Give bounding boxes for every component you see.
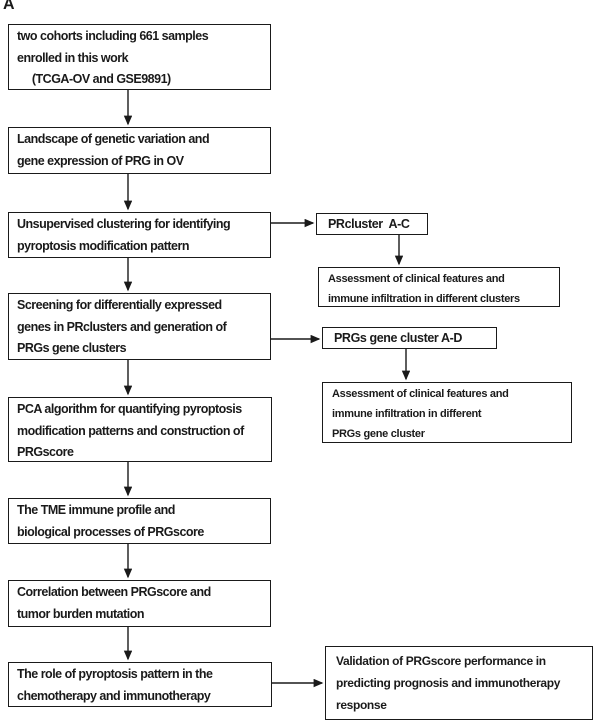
box-prcluster-text: PRcluster A-C — [328, 217, 410, 231]
box-tme: The TME immune profile and biological pr… — [8, 498, 271, 544]
box-validation: Validation of PRGscore performance in pr… — [325, 646, 593, 720]
box-clustering: Unsupervised clustering for identifying … — [8, 212, 271, 258]
box-clustering-text: Unsupervised clustering for identifying … — [17, 217, 231, 253]
box-correlation: Correlation between PRGscore and tumor b… — [8, 580, 271, 627]
box-pca-text: PCA algorithm for quantifying pyroptosis… — [17, 402, 244, 459]
box-assessment-clusters-text: Assessment of clinical features and immu… — [328, 273, 520, 305]
box-correlation-text: Correlation between PRGscore and tumor b… — [17, 585, 211, 621]
box-role: The role of pyroptosis pattern in the ch… — [8, 662, 272, 707]
box-role-text: The role of pyroptosis pattern in the ch… — [17, 667, 213, 703]
box-pca: PCA algorithm for quantifying pyroptosis… — [8, 397, 272, 462]
panel-label: A — [3, 0, 15, 13]
box-landscape: Landscape of genetic variation and gene … — [8, 127, 271, 174]
box-prgs-gene-cluster-text: PRGs gene cluster A-D — [334, 331, 462, 345]
box-cohorts: two cohorts including 661 samples enroll… — [8, 24, 271, 90]
box-landscape-text: Landscape of genetic variation and gene … — [17, 132, 210, 168]
box-assessment-gene-cluster-text: Assessment of clinical features and immu… — [332, 388, 509, 440]
box-assessment-gene-cluster: Assessment of clinical features and immu… — [322, 382, 572, 443]
box-cohorts-text: two cohorts including 661 samples enroll… — [17, 29, 209, 86]
box-prgs-gene-cluster: PRGs gene cluster A-D — [322, 327, 497, 349]
box-screening-text: Screening for differentially expressed g… — [17, 298, 227, 355]
box-prcluster: PRcluster A-C — [316, 213, 428, 235]
box-validation-text: Validation of PRGscore performance in pr… — [336, 654, 561, 712]
box-screening: Screening for differentially expressed g… — [8, 293, 271, 360]
box-assessment-clusters: Assessment of clinical features and immu… — [318, 267, 560, 307]
box-tme-text: The TME immune profile and biological pr… — [17, 503, 204, 539]
